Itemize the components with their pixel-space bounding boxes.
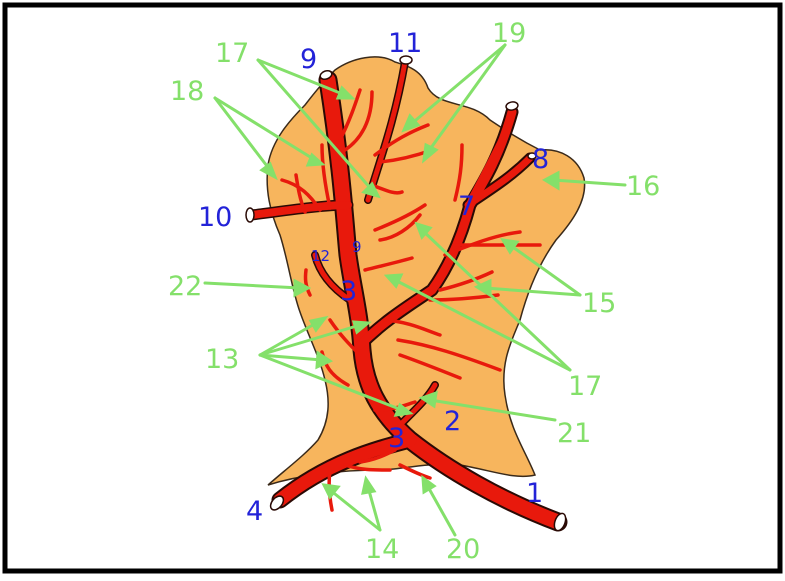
label-3-upper: 3: [340, 276, 357, 307]
label-17-right: 17: [568, 371, 602, 402]
label-17-top: 17: [215, 38, 249, 69]
label-7: 7: [458, 191, 475, 222]
label-1: 1: [526, 478, 543, 509]
label-14: 14: [365, 534, 399, 565]
label-12: 12: [311, 247, 330, 265]
label-9-top: 9: [300, 44, 317, 75]
label-20: 20: [446, 534, 480, 565]
label-4: 4: [246, 496, 263, 527]
label-3-lower: 3: [388, 423, 405, 454]
label-15: 15: [582, 288, 616, 319]
label-16: 16: [626, 171, 660, 202]
label-22: 22: [168, 271, 202, 302]
label-2: 2: [444, 406, 461, 437]
label-18: 18: [170, 76, 204, 107]
label-21: 21: [557, 418, 591, 449]
label-10: 10: [198, 202, 232, 233]
label-13: 13: [205, 344, 239, 375]
label-9-mid: 9: [352, 238, 362, 256]
label-8: 8: [532, 144, 549, 175]
label-19: 19: [492, 18, 526, 49]
label-11: 11: [388, 28, 422, 59]
